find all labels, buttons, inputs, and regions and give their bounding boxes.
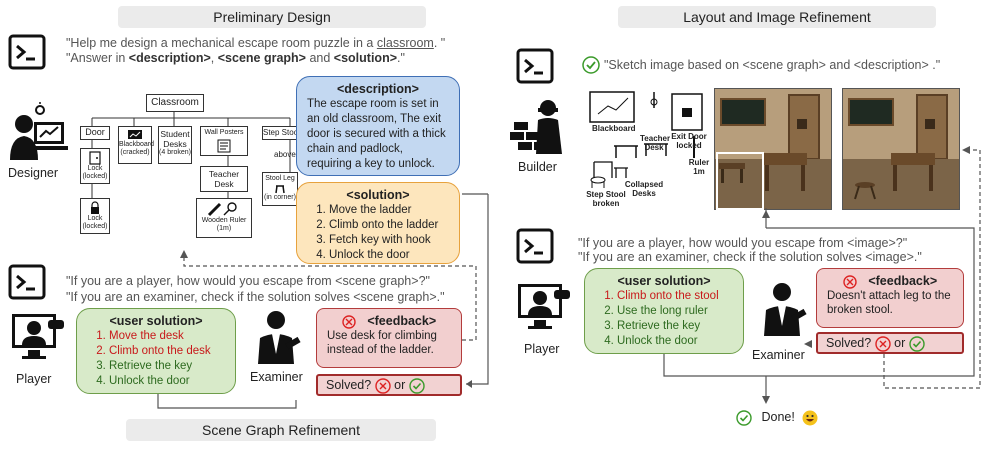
user-solution-step: Retrieve the key xyxy=(617,319,733,334)
builder-icon xyxy=(508,98,572,161)
player-icon xyxy=(8,310,66,371)
solution-box: <solution> Move the ladder Climb onto th… xyxy=(296,182,460,264)
x-circle-icon xyxy=(342,315,356,329)
left-section-header: Preliminary Design xyxy=(118,6,426,28)
node-wooden-ruler: Wooden Ruler (1m) xyxy=(196,198,252,238)
player-prompt-line2: "If you are an examiner, check if the so… xyxy=(66,290,445,304)
classroom-image-initial xyxy=(714,88,832,210)
left-flow-arrows xyxy=(157,193,489,409)
examiner-label: Examiner xyxy=(250,370,303,384)
examiner-icon xyxy=(258,310,302,369)
feedback-box-right: <feedback> Doesn't attach leg to the bro… xyxy=(816,268,964,328)
classroom-image-refined xyxy=(842,88,960,210)
player-prompt-line2-right: "If you are an examiner, check if the so… xyxy=(578,250,922,264)
highlight-box xyxy=(716,152,764,210)
player-prompt-line1: "If you are a player, how would you esca… xyxy=(66,274,430,288)
check-circle-icon xyxy=(409,378,425,394)
check-circle-icon xyxy=(736,410,752,426)
sketch-label: Collapsed Desks xyxy=(624,180,664,198)
sketch-layout: Blackboard Teacher Desk Exit Door locked… xyxy=(584,88,710,208)
user-solution-step: Use the long ruler xyxy=(617,304,733,319)
user-solution-step: Unlock the door xyxy=(617,334,733,349)
player-label-right: Player xyxy=(524,342,560,356)
check-circle-icon xyxy=(909,336,925,352)
solved-check-box: Solved? or xyxy=(316,374,462,396)
x-circle-icon xyxy=(843,275,857,289)
user-solution-box: <user solution> Move the desk Climb onto… xyxy=(76,308,236,394)
solved-check-box-right: Solved? or xyxy=(816,332,964,354)
user-solution-step: Climb onto the stool xyxy=(617,289,733,304)
sketch-label: Teacher Desk xyxy=(640,134,671,152)
node-teacher-desk: Teacher Desk xyxy=(200,166,248,192)
sketch-label: Ruler 1m xyxy=(688,158,710,176)
builder-label: Builder xyxy=(518,160,557,174)
node-student-desks: Student Desks (4 broken) xyxy=(158,126,192,164)
terminal-icon xyxy=(8,264,46,305)
terminal-icon xyxy=(516,228,554,269)
designer-icon xyxy=(6,102,70,167)
node-wall-posters: Wall Posters xyxy=(200,126,248,156)
node-classroom: Classroom xyxy=(146,94,204,112)
smile-emoji-icon xyxy=(802,410,818,426)
user-solution-step: Move the desk xyxy=(109,329,225,344)
user-solution-step: Unlock the door xyxy=(109,374,225,389)
terminal-icon xyxy=(8,34,46,75)
left-section-footer: Scene Graph Refinement xyxy=(126,419,436,441)
done-label: Done! xyxy=(761,410,795,424)
x-circle-icon xyxy=(374,378,391,394)
sketch-label: Step Stool broken xyxy=(586,190,626,208)
solution-step: Climb onto the ladder xyxy=(329,218,449,233)
designer-prompt-line1: "Help me design a mechanical escape room… xyxy=(66,36,446,50)
player-label: Player xyxy=(16,372,52,386)
examiner-icon xyxy=(764,282,808,341)
feedback-box: <feedback> Use desk for climbing instead… xyxy=(316,308,462,368)
right-section-header: Layout and Image Refinement xyxy=(618,6,936,28)
designer-prompt-line2: "Answer in <description>, <scene graph> … xyxy=(66,51,405,65)
terminal-icon xyxy=(516,48,554,89)
designer-label: Designer xyxy=(8,166,59,180)
sketch-label: Exit Door locked xyxy=(671,132,707,150)
scene-graph-edges xyxy=(91,112,291,198)
description-box: <description> The escape room is set in … xyxy=(296,76,460,176)
user-solution-step: Retrieve the key xyxy=(109,359,225,374)
solution-step: Unlock the door xyxy=(329,248,449,263)
solution-step: Fetch key with hook xyxy=(329,233,449,248)
edge-label-above: above xyxy=(274,150,296,159)
sketch-label: Blackboard xyxy=(592,124,636,133)
done-row: Done! xyxy=(736,408,818,426)
player-icon xyxy=(514,280,572,341)
node-blackboard: Blackboard (cracked) xyxy=(118,126,154,164)
check-circle-icon xyxy=(582,56,600,79)
node-lock-1: Lock (locked) xyxy=(80,148,110,184)
examiner-label-right: Examiner xyxy=(752,348,805,362)
x-circle-icon xyxy=(874,336,891,352)
solution-step: Move the ladder xyxy=(329,203,449,218)
node-door: Door xyxy=(80,126,110,140)
builder-prompt: "Sketch image based on <scene graph> and… xyxy=(604,58,941,72)
node-lock-2: Lock (locked) xyxy=(80,198,110,234)
player-prompt-line1-right: "If you are a player, how would you esca… xyxy=(578,236,908,250)
description-text: The escape room is set in an old classro… xyxy=(307,98,446,170)
node-stool-leg: Stool Leg (in corner) xyxy=(262,172,298,206)
user-solution-box-right: <user solution> Climb onto the stool Use… xyxy=(584,268,744,354)
user-solution-step: Climb onto the desk xyxy=(109,344,225,359)
